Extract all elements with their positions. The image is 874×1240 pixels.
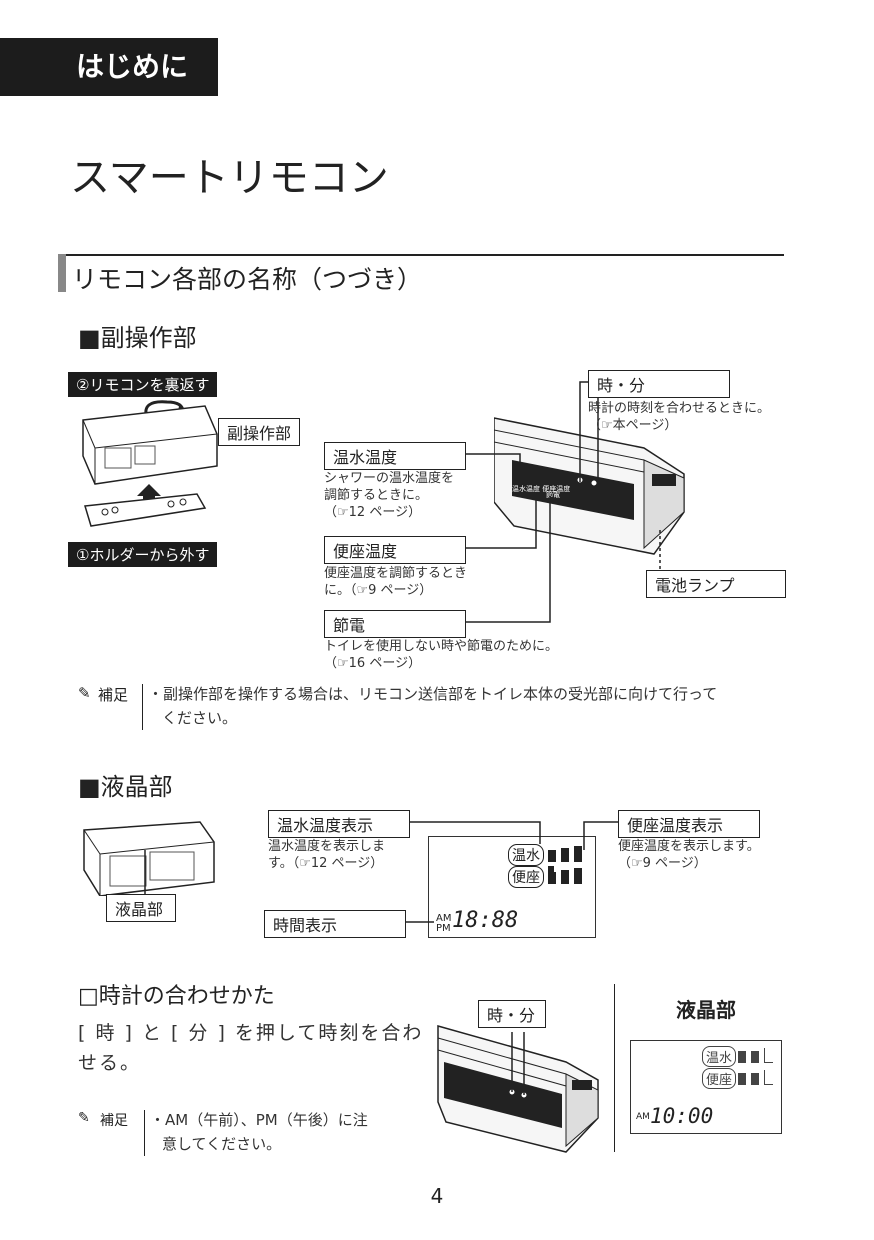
seat-temp-label: 便座温度 [324, 536, 466, 564]
note1-line-2: ください。 [162, 709, 238, 727]
water-temp-desc-3: （☞12 ページ） [324, 505, 422, 520]
sub-ops-part-label: 副操作部 [218, 418, 301, 446]
battery-lamp-label: 電池ランプ [646, 570, 786, 598]
callout-lines [466, 381, 661, 623]
clock-lcd-water-indicator: 温水 [702, 1046, 737, 1067]
water-temp-desc-1: シャワーの温水温度を [324, 471, 455, 486]
lcd-part-line [144, 850, 146, 898]
water-display-label: 温水温度表示 [268, 810, 410, 838]
lcd-am: AM [436, 913, 452, 924]
clock-lcd-am: AM [636, 1112, 650, 1122]
chapter-tab: はじめに [0, 38, 218, 96]
clock-button-label: 時・分 [478, 1000, 546, 1028]
lcd-part-label: 液晶部 [106, 894, 176, 922]
note2-pencil-icon: ✎ [78, 1110, 90, 1126]
page-title: スマートリモコン [70, 155, 389, 201]
seat-temp-desc-1: 便座温度を調節するとき [324, 566, 468, 581]
panel-label-temps: 温水温度 便座温度 [512, 485, 571, 493]
section-title: リモコン各部の名称（つづき） [72, 265, 423, 294]
remote-side-illustration [494, 417, 685, 555]
time-desc-2: （☞本ページ） [588, 418, 678, 433]
clock-text-1: [ 時 ] と [ 分 ] を押して時刻を合わ [78, 1022, 424, 1044]
step2-label: ②リモコンを裏返す [68, 372, 218, 397]
note2-line-1: ・AM（午前）、PM（午後）に注 [150, 1111, 368, 1129]
remote-flip-illustration [82, 400, 218, 527]
note2-line-2: 意してください。 [162, 1135, 282, 1153]
note1-line-1: ・副操作部を操作する場合は、リモコン送信部をトイレ本体の受光部に向けて行って [148, 685, 718, 703]
eco-label: 節電 [324, 610, 466, 638]
water-temp-label: 温水温度 [324, 442, 466, 470]
eco-desc-1: トイレを使用しない時や節電のために。 [324, 639, 559, 654]
lcd-water-indicator: 温水 [508, 844, 544, 866]
lcd-seat-bars [548, 868, 588, 884]
page-number: 4 [430, 1184, 444, 1208]
seat-temp-desc-2: に。（☞9 ページ） [324, 583, 433, 598]
seat-display-desc-2: （☞9 ページ） [618, 856, 707, 871]
lcd-pm: PM [436, 923, 451, 934]
section-rule [58, 254, 784, 256]
clock-lcd-seat-bars [738, 1070, 774, 1089]
lcd-remote-illustration [83, 821, 215, 896]
panel-label-eco: 節電 [546, 491, 560, 499]
clock-lcd-seat-indicator: 便座 [702, 1068, 737, 1089]
seat-display-desc-1: 便座温度を表示します。 [618, 839, 760, 854]
time-button-label: 時・分 [588, 370, 730, 398]
lcd-water-bars [548, 846, 588, 882]
sub-ops-heading: ■副操作部 [78, 324, 197, 352]
note1-label: 補足 [98, 686, 129, 704]
clock-lcd-water-bars [738, 1048, 774, 1067]
clock-lcd-time: 10:00 [650, 1104, 714, 1128]
lcd-heading: ■液晶部 [78, 773, 173, 801]
water-display-desc-2: す。（☞12 ページ） [268, 856, 384, 871]
step1-label: ①ホルダーから外す [68, 542, 218, 567]
note2-divider [144, 1110, 145, 1156]
clock-divider [614, 984, 615, 1152]
clock-remote-illustration [437, 1025, 599, 1153]
section-bar [58, 254, 66, 292]
note2-label: 補足 [100, 1113, 128, 1129]
eco-desc-2: （☞16 ページ） [324, 656, 422, 671]
clock-heading: □時計の合わせかた [78, 984, 275, 1009]
water-temp-desc-2: 調節するときに。 [324, 488, 429, 503]
clock-lcd-title: 液晶部 [676, 998, 736, 1022]
lcd-time: 18:88 [452, 908, 519, 933]
lcd-callout-lines [406, 821, 618, 923]
seat-display-label: 便座温度表示 [618, 810, 760, 838]
note1-divider [142, 684, 143, 730]
time-display-label: 時間表示 [264, 910, 406, 938]
clock-text-2: せる。 [78, 1052, 142, 1074]
lcd-seat-indicator: 便座 [508, 866, 544, 888]
water-display-desc-1: 温水温度を表示しま [268, 839, 386, 854]
note1-pencil-icon: ✎ [78, 684, 91, 702]
time-desc-1: 時計の時刻を合わせるときに。 [588, 401, 771, 416]
